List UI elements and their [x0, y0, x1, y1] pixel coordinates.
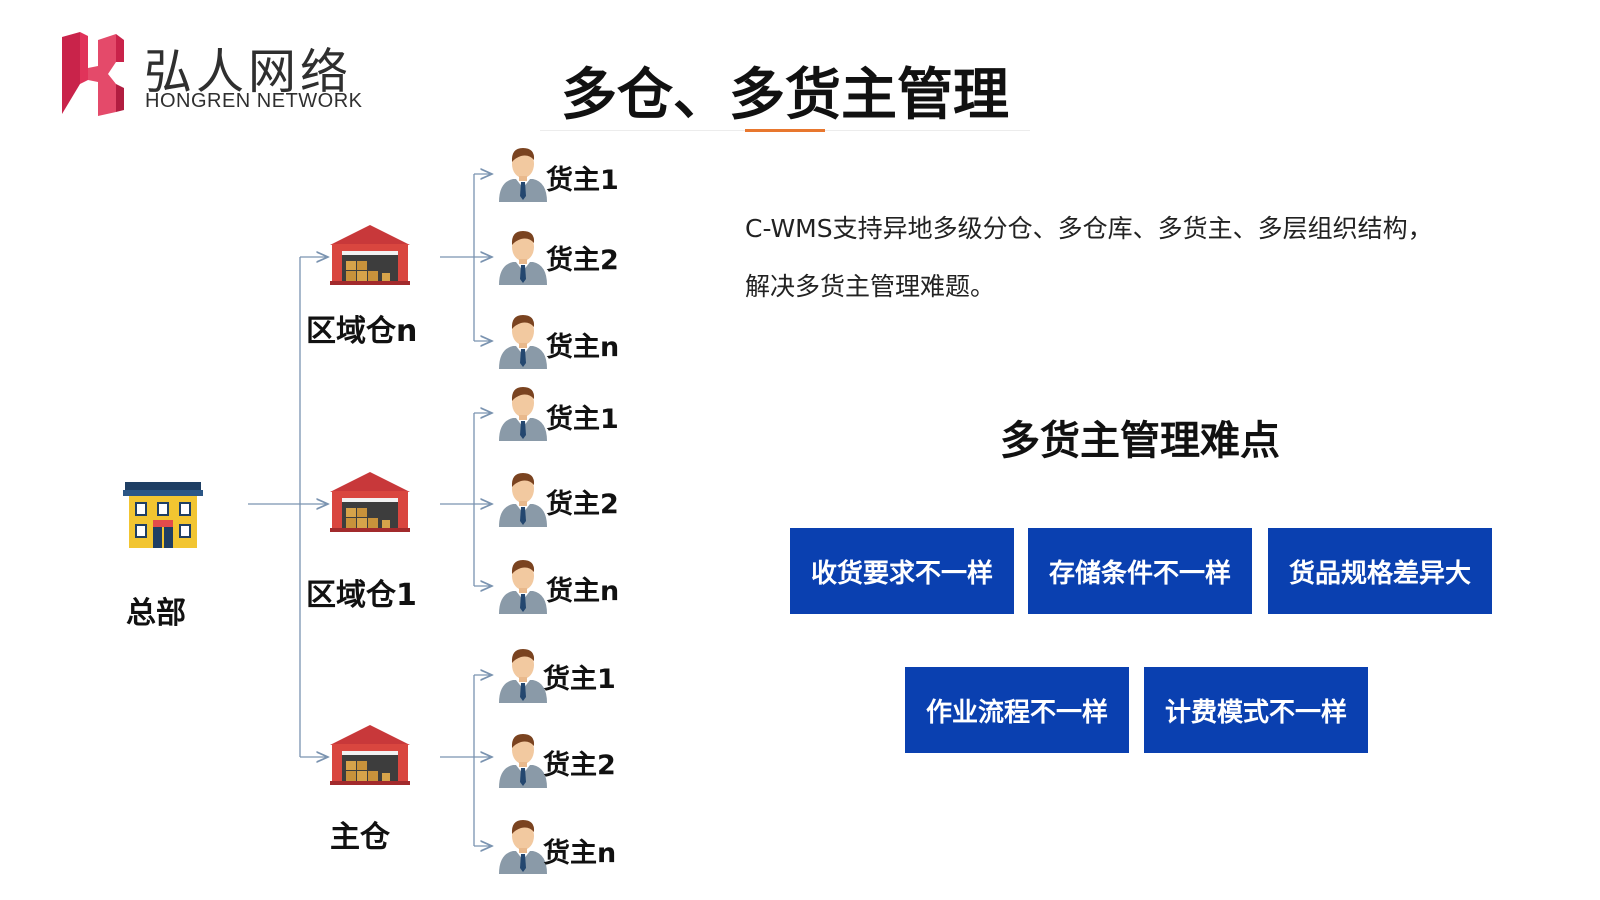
- owner-label: 货主2: [543, 750, 616, 781]
- warehouse-icon: [330, 225, 410, 285]
- company-logo: 弘人网络 HONGREN NETWORK: [58, 32, 362, 122]
- description-text: C-WMS支持异地多级分仓、多仓库、多货主、多层组织结构， 解决多货主管理难题。: [745, 200, 1505, 316]
- description-line-1: C-WMS支持异地多级分仓、多仓库、多货主、多层组织结构，: [745, 214, 1433, 243]
- businessman-avatar-icon: [499, 231, 547, 285]
- page-title: 多仓、多货主管理: [561, 63, 1009, 128]
- businessman-avatar-icon: [499, 473, 547, 527]
- title-accent-bar: [745, 129, 825, 132]
- businessman-avatar-icon: [499, 315, 547, 369]
- logo-chinese-name: 弘人网络: [144, 44, 353, 100]
- warehouse-label-regional-1: 区域仓1: [306, 578, 417, 613]
- warehouse-label-regional-n: 区域仓n: [306, 314, 418, 349]
- difficulty-tag-receiving: 收货要求不一样: [790, 528, 1014, 614]
- difficulty-tag-billing: 计费模式不一样: [1144, 667, 1368, 753]
- hongren-h-logo-icon: [62, 32, 124, 116]
- owner-label: 货主n: [546, 576, 620, 607]
- warehouse-icon: [330, 472, 410, 532]
- businessman-avatar-icon: [499, 820, 547, 874]
- owner-label: 货主2: [546, 245, 619, 276]
- root-label-hq: 总部: [126, 596, 186, 631]
- owner-label: 货主1: [546, 165, 619, 196]
- description-line-2: 解决多货主管理难题。: [745, 272, 996, 301]
- logo-english-name: HONGREN NETWORK: [145, 90, 363, 112]
- businessman-avatar-icon: [499, 387, 547, 441]
- difficulty-tag-workflow: 作业流程不一样: [905, 667, 1129, 753]
- warehouse-label-main: 主仓: [330, 820, 390, 855]
- difficulty-tag-storage: 存储条件不一样: [1028, 528, 1252, 614]
- store-building-icon: [123, 482, 203, 548]
- owner-label: 货主1: [546, 404, 619, 435]
- difficulty-tag-specs: 货品规格差异大: [1268, 528, 1492, 614]
- owner-label: 货主n: [543, 838, 617, 869]
- businessman-avatar-icon: [499, 649, 547, 703]
- owner-label: 货主n: [546, 332, 620, 363]
- businessman-avatar-icon: [499, 734, 547, 788]
- difficulties-title: 多货主管理难点: [1000, 418, 1280, 464]
- owner-label: 货主1: [543, 664, 616, 695]
- businessman-avatar-icon: [499, 148, 547, 202]
- businessman-avatar-icon: [499, 560, 547, 614]
- warehouse-icon: [330, 725, 410, 785]
- owner-label: 货主2: [546, 489, 619, 520]
